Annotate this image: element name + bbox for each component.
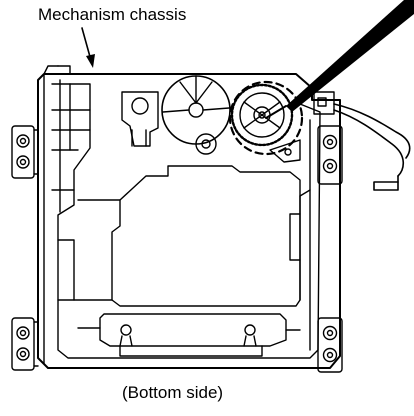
cable [333, 103, 411, 191]
chassis-outline [37, 73, 341, 369]
toothed-gear [230, 83, 294, 147]
left-gear-assembly [121, 91, 159, 147]
connector-block [313, 91, 341, 115]
mechanism-chassis-label: Mechanism chassis [38, 5, 187, 24]
left-lower-bracket [11, 317, 39, 371]
right-lower-bracket [317, 317, 343, 373]
highlight-dashed-circle [228, 80, 304, 156]
gear-bracket [269, 139, 301, 163]
left-upper-bracket [11, 125, 39, 179]
small-pulley [195, 133, 217, 155]
right-upper-bracket [317, 125, 343, 185]
top-tabs [43, 65, 71, 75]
large-pulley [161, 75, 231, 145]
leader-arrow [81, 27, 95, 68]
bottom-bracket [77, 313, 301, 357]
bottom-side-caption: (Bottom side) [122, 383, 224, 402]
